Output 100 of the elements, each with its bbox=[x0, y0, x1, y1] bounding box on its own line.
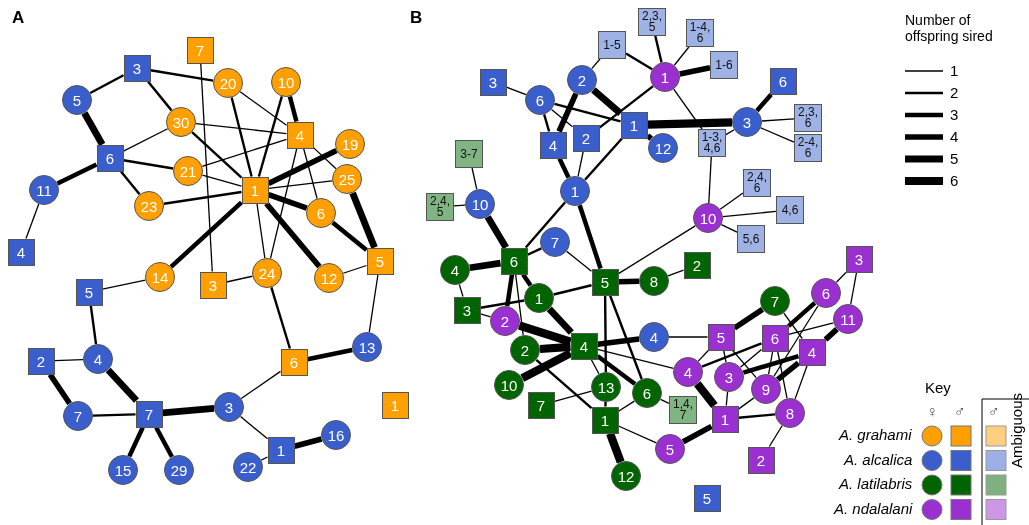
mating-link-line bbox=[368, 273, 379, 333]
female-node-circle: 6 bbox=[306, 198, 336, 228]
female-node-circle: 7 bbox=[760, 286, 790, 316]
mating-link-line bbox=[783, 312, 803, 340]
mating-link-line bbox=[120, 170, 141, 196]
male-node-square: 7 bbox=[135, 400, 163, 428]
female-node-circle: 22 bbox=[233, 452, 263, 482]
mating-link-line bbox=[200, 62, 213, 273]
mating-link-line bbox=[773, 305, 819, 377]
species-name: A. ndalalani bbox=[834, 499, 913, 517]
mating-link-line bbox=[349, 191, 378, 249]
legend-title: Key bbox=[925, 379, 951, 396]
male-node-square: 6 bbox=[769, 67, 797, 95]
panel-letter: A bbox=[12, 8, 25, 28]
female-node-circle: 12 bbox=[611, 461, 641, 491]
female-node-circle: 1 bbox=[560, 176, 590, 206]
mating-link-line bbox=[654, 35, 663, 63]
female-node-circle: 8 bbox=[639, 266, 669, 296]
mating-link-line bbox=[505, 86, 527, 96]
mating-link-line bbox=[201, 138, 288, 168]
mating-link-line bbox=[725, 391, 729, 407]
female-node-circle: 6 bbox=[811, 278, 841, 308]
female-node-circle: 21 bbox=[173, 156, 203, 186]
mating-link-line bbox=[92, 413, 136, 417]
female-node-circle: 3 bbox=[214, 392, 244, 422]
male-node-square: 5 bbox=[693, 484, 721, 512]
female-node-circle: 13 bbox=[352, 332, 382, 362]
mating-link-line bbox=[267, 148, 338, 186]
legend-label: 2 bbox=[950, 84, 959, 101]
female-node-circle: 14 bbox=[145, 262, 175, 292]
mating-link-line bbox=[201, 174, 243, 187]
mating-link-line bbox=[25, 203, 40, 240]
mating-link-line bbox=[681, 423, 713, 445]
mating-link-line bbox=[850, 271, 858, 305]
mating-link-line bbox=[270, 287, 292, 349]
mating-link-line bbox=[835, 271, 847, 283]
male-node-square: 3 bbox=[453, 296, 481, 324]
mating-link-line bbox=[738, 413, 776, 419]
female-node-circle: 2 bbox=[490, 306, 520, 336]
mating-link-line bbox=[230, 97, 253, 177]
ambiguous-male-node-square: 1-4, 6 bbox=[686, 19, 714, 47]
mating-link-line bbox=[742, 353, 800, 375]
mating-link-line bbox=[293, 436, 323, 450]
female-node-circle: 4 bbox=[440, 255, 470, 285]
male-node-square: 3 bbox=[199, 271, 227, 299]
female-node-circle: 11 bbox=[29, 175, 59, 205]
mating-link-line bbox=[554, 102, 621, 123]
male-node-square: 2 bbox=[747, 446, 775, 474]
mating-link-line bbox=[739, 348, 763, 368]
male-node-square: 6 bbox=[761, 324, 789, 352]
mating-link-line bbox=[794, 364, 808, 400]
female-node-circle: 1 bbox=[524, 283, 554, 313]
mating-link-line bbox=[123, 159, 174, 170]
male-node-square: 1 bbox=[381, 391, 409, 419]
mating-link-line bbox=[732, 349, 757, 379]
mating-link-line bbox=[162, 404, 215, 417]
mating-link-line bbox=[539, 342, 571, 354]
mating-link-line bbox=[303, 147, 318, 200]
mating-link-line bbox=[260, 456, 269, 461]
legend-label: 5 bbox=[950, 150, 959, 167]
legend-title: Number of offspring sired bbox=[905, 12, 994, 45]
mating-link-line bbox=[625, 52, 653, 71]
male-node-square: 2 bbox=[683, 251, 711, 279]
female-node-circle: 1 bbox=[650, 62, 680, 92]
mating-link-line bbox=[679, 65, 711, 77]
species-name: A. latilabris bbox=[839, 475, 913, 492]
male-node-square: 4 bbox=[286, 121, 314, 149]
mating-link-line bbox=[484, 215, 509, 250]
male-node-square: 3 bbox=[479, 68, 507, 96]
mating-link-line bbox=[667, 269, 685, 277]
ambiguous-male-node-square: 5,6 bbox=[737, 225, 765, 253]
panel-letter: B bbox=[410, 8, 423, 28]
mating-link-line bbox=[515, 273, 524, 336]
mating-link-line bbox=[673, 88, 703, 130]
mating-link-line bbox=[312, 147, 337, 170]
male-node-square: 1 bbox=[620, 111, 648, 139]
mating-link-line bbox=[618, 278, 640, 285]
mating-link-line bbox=[163, 190, 242, 205]
mating-link-line bbox=[553, 390, 593, 402]
female-node-circle: 4 bbox=[639, 322, 669, 352]
mating-link-line bbox=[527, 247, 542, 256]
ambiguous-male-node-square: 3-7 bbox=[455, 140, 483, 168]
male-node-square: 1 bbox=[241, 176, 269, 204]
mating-link-line bbox=[760, 127, 795, 143]
mating-link-line bbox=[154, 426, 174, 458]
ambiguous-male-node-square: 1-3, 4,6 bbox=[698, 129, 726, 157]
mating-link-line bbox=[604, 401, 607, 407]
female-symbol: ♀ bbox=[926, 403, 938, 421]
mating-link-line bbox=[518, 321, 572, 346]
mating-link-line bbox=[609, 295, 643, 380]
mating-link-line bbox=[469, 259, 501, 272]
mating-link-line bbox=[53, 358, 84, 362]
female-node-circle: 2 bbox=[567, 65, 597, 95]
species-name: A. alcalica bbox=[844, 450, 913, 468]
female-node-circle: 10 bbox=[494, 370, 524, 400]
female-node-circle: 7 bbox=[540, 227, 570, 257]
mating-link-line bbox=[256, 202, 266, 259]
female-node-circle: 30 bbox=[166, 107, 196, 137]
mating-link-line bbox=[550, 108, 574, 128]
mating-link-line bbox=[471, 167, 478, 190]
